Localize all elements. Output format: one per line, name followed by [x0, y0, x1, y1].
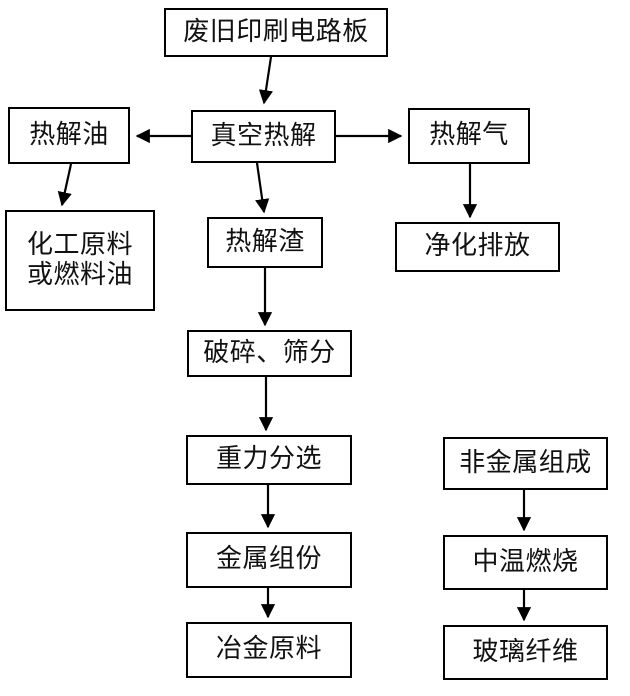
- node-label: 或燃料油: [26, 259, 133, 290]
- node-label: 净化排放: [424, 231, 531, 262]
- node-label: 重力分选: [215, 444, 322, 475]
- node-label: 化工原料: [26, 230, 133, 261]
- node-pyrolysis-residue[interactable]: 热解渣: [207, 217, 323, 268]
- node-label: 破碎、筛分: [203, 337, 336, 368]
- node-label: 中温燃烧: [472, 546, 579, 577]
- node-crushing-and-screening[interactable]: 破碎、筛分: [187, 330, 352, 377]
- node-purified-discharge[interactable]: 净化排放: [395, 222, 560, 272]
- node-glass-fiber[interactable]: 玻璃纤维: [443, 625, 608, 680]
- node-medium-temperature-combustion[interactable]: 中温燃烧: [443, 535, 608, 590]
- node-label: 真空热解: [210, 120, 317, 151]
- node-label: 玻璃纤维: [472, 636, 579, 667]
- node-waste-pcb[interactable]: 废旧印刷电路板: [164, 8, 388, 57]
- node-label: 非金属组成: [459, 447, 592, 478]
- node-pyrolysis-gas[interactable]: 热解气: [408, 108, 530, 164]
- node-nonmetal-fraction[interactable]: 非金属组成: [443, 437, 608, 490]
- node-metallurgical-raw-material[interactable]: 冶金原料: [186, 622, 352, 678]
- edge-pcb-to-vacuum-pyrolysis: [258, 56, 274, 105]
- edge-vacuum-pyrolysis-to-residue: [255, 162, 270, 214]
- edge-oil-to-chemical-feedstock: [57, 163, 73, 207]
- node-label: 金属组份: [215, 544, 322, 575]
- node-label: 热解气: [429, 120, 509, 151]
- node-gravity-separation[interactable]: 重力分选: [186, 435, 352, 485]
- node-label: 热解渣: [225, 226, 305, 257]
- node-metal-fraction[interactable]: 金属组份: [186, 532, 352, 588]
- node-chemical-feedstock-or-fuel-oil[interactable]: 化工原料或燃料油: [5, 210, 155, 311]
- node-label: 冶金原料: [215, 634, 322, 665]
- node-vacuum-pyrolysis[interactable]: 真空热解: [191, 110, 336, 163]
- node-pyrolysis-oil[interactable]: 热解油: [8, 107, 130, 164]
- node-label: 废旧印刷电路板: [183, 16, 369, 47]
- node-label: 热解油: [29, 119, 109, 150]
